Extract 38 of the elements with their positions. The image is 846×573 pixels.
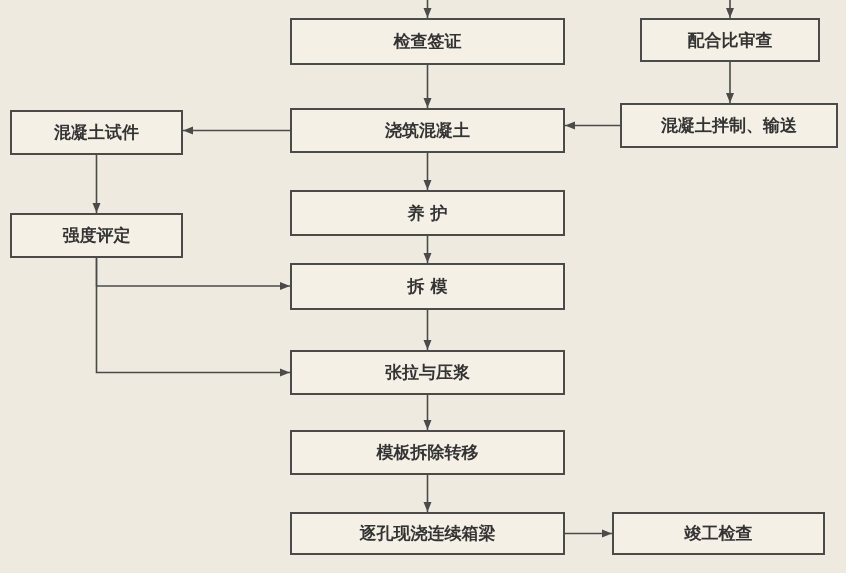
arrow [726,62,734,103]
box-label: 混凝土拌制、输送 [661,115,797,137]
process-box [10,110,183,155]
process-box [612,512,825,555]
process-box [620,103,838,148]
process-box [640,18,820,62]
process-box [290,263,565,310]
process-box [290,350,565,395]
box-label: 拆 模 [408,276,448,298]
process-box [290,430,565,475]
box-label: 混凝土试件 [54,122,139,144]
box-label: 检查签证 [394,31,462,53]
process-box [290,18,565,65]
arrow [424,475,432,512]
box-label: 逐孔现浇连续箱梁 [360,523,496,545]
arrow [424,65,432,108]
process-box [290,108,565,153]
box-label: 养 护 [408,202,448,224]
box-label: 模板拆除转移 [376,442,478,464]
arrow [424,153,432,190]
box-label: 张拉与压浆 [385,362,470,384]
process-box [10,213,183,258]
arrow [183,126,290,134]
arrow [565,122,620,130]
arrow [726,0,734,18]
arrow [424,236,432,263]
arrow [424,0,432,18]
arrow [424,395,432,430]
arrow [424,310,432,350]
box-label: 竣工检查 [684,523,752,545]
arrow [96,258,290,376]
arrow [92,155,100,213]
process-box [290,512,565,555]
box-label: 浇筑混凝土 [385,120,470,142]
process-box [290,190,565,236]
box-label: 配合比审查 [688,30,772,52]
box-label: 强度评定 [62,225,130,247]
arrow [565,530,612,538]
